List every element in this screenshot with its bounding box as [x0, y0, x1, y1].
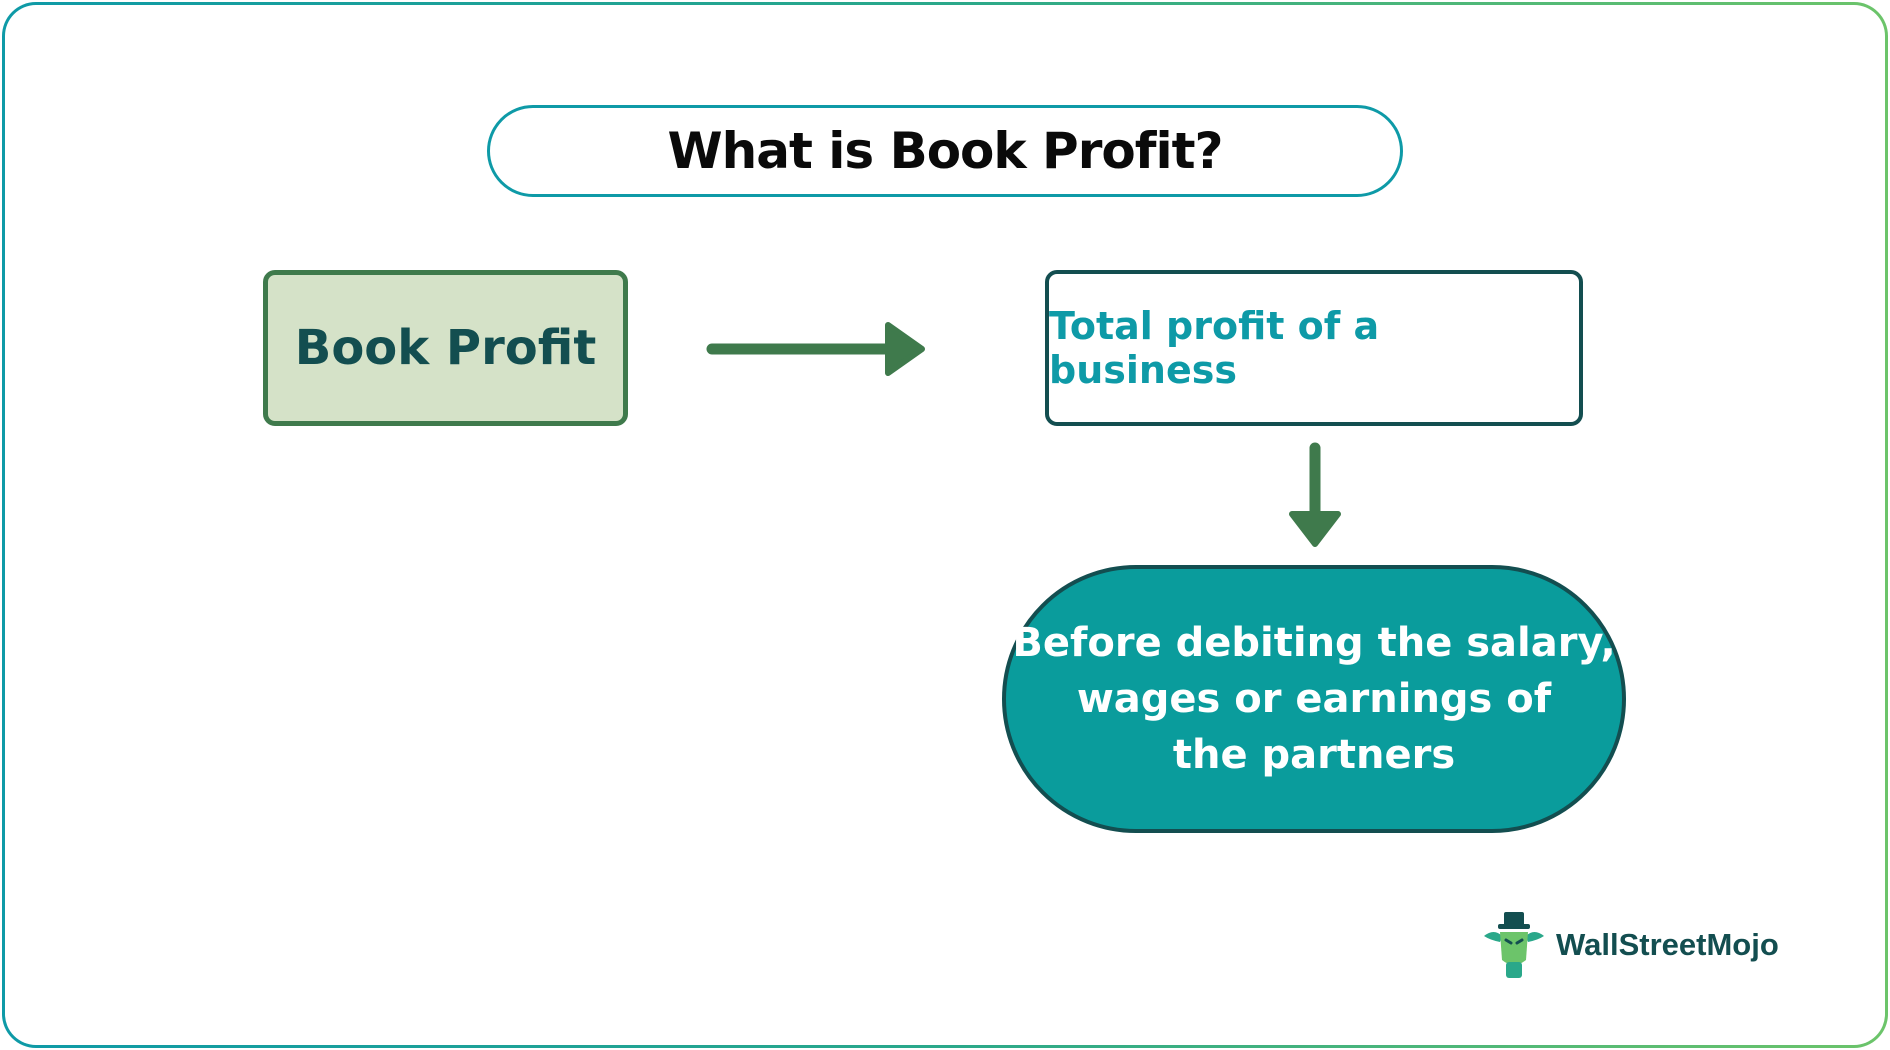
book-profit-label: Book Profit — [294, 320, 597, 376]
logo-text: WallStreetMojo — [1556, 927, 1779, 962]
title-pill: What is Book Profit? — [487, 105, 1403, 197]
arrow-right — [706, 322, 925, 376]
before-debiting-pill: Before debiting the salary, wages or ear… — [1002, 565, 1626, 833]
bull-mascot-icon — [1484, 912, 1544, 978]
book-profit-box: Book Profit — [263, 270, 628, 426]
before-debiting-label: Before debiting the salary, wages or ear… — [1012, 620, 1616, 778]
arrow-down — [1289, 442, 1341, 547]
page-title: What is Book Profit? — [667, 122, 1223, 180]
wallstreetmojo-logo: WallStreetMojo — [1480, 910, 1779, 980]
total-profit-label: Total profit of a business — [1049, 304, 1380, 392]
total-profit-box: Total profit of a business — [1045, 270, 1583, 426]
